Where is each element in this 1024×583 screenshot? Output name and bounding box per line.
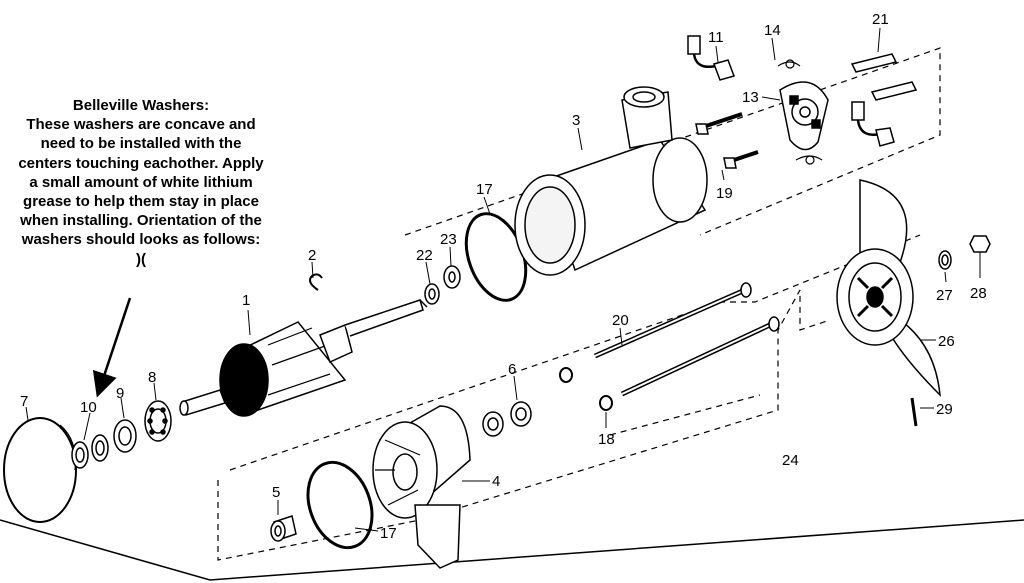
note-line: a small amount of white lithium — [29, 173, 253, 191]
callout-20: 20 — [612, 312, 629, 329]
retaining-clip — [309, 273, 323, 291]
callout-29: 29 — [936, 401, 953, 418]
end-cap — [3, 417, 77, 523]
callout-17b: 17 — [380, 525, 397, 542]
callout-27: 27 — [936, 287, 953, 304]
callout-22: 22 — [416, 247, 433, 264]
note-line: These washers are concave and — [26, 116, 256, 134]
springs — [777, 59, 823, 165]
callout-17a: 17 — [476, 181, 493, 198]
callout-7: 7 — [20, 393, 28, 410]
armature — [219, 299, 428, 417]
o-ring-lower — [306, 460, 374, 550]
brushes — [687, 35, 895, 147]
callout-28: 28 — [970, 285, 987, 302]
callout-10: 10 — [80, 399, 97, 416]
screws — [695, 112, 759, 169]
lower-housing — [372, 405, 471, 569]
callout-23: 23 — [440, 231, 457, 248]
note-line: centers touching eachother. Apply — [18, 154, 264, 172]
callout-6: 6 — [508, 361, 516, 378]
shaft-washers — [424, 265, 461, 305]
shaft-stub — [181, 389, 226, 416]
callout-2: 2 — [308, 247, 316, 264]
prop-nut — [969, 235, 991, 253]
brush-plate — [779, 81, 829, 151]
brush-rods — [850, 53, 918, 101]
seals — [482, 401, 532, 437]
callout-9: 9 — [116, 385, 124, 402]
note-line: when installing. Orientation of the — [20, 212, 262, 230]
belleville-washer-note: Belleville Washers: These washers are co… — [0, 96, 282, 269]
leader-lines — [25, 27, 981, 532]
pointer-arrow — [92, 297, 132, 398]
belleville-washers — [71, 434, 109, 469]
assembly-guide-lines — [217, 47, 941, 561]
callout-21: 21 — [872, 11, 889, 28]
note-line: grease to help them stay in place — [23, 193, 259, 211]
note-title: Belleville Washers: — [72, 97, 210, 114]
washer-9 — [113, 419, 137, 453]
prop-washer — [938, 250, 952, 270]
callout-1: 1 — [242, 292, 250, 309]
bearing — [144, 400, 172, 442]
callout-3: 3 — [572, 112, 580, 129]
callout-5: 5 — [272, 484, 280, 501]
callout-19: 19 — [716, 185, 733, 202]
bushing — [270, 515, 297, 542]
callout-14: 14 — [764, 22, 781, 39]
callout-11: 11 — [708, 29, 724, 46]
callout-18: 18 — [598, 431, 615, 448]
callout-24: 24 — [782, 452, 799, 469]
small-o-ring — [559, 367, 573, 383]
callout-8: 8 — [148, 369, 156, 386]
callout-4: 4 — [492, 473, 500, 490]
note-line: washers should looks as follows: — [21, 231, 261, 249]
through-bolts — [593, 282, 780, 397]
base-outline — [0, 519, 1024, 581]
propeller — [836, 179, 941, 398]
motor-housing — [514, 86, 708, 276]
small-o-ring — [599, 395, 613, 411]
note-line: need to be installed with the — [40, 135, 242, 153]
callout-13: 13 — [742, 89, 759, 106]
callout-26: 26 — [938, 333, 955, 350]
drive-pin — [910, 397, 918, 427]
orientation-symbol: )( — [136, 250, 146, 268]
